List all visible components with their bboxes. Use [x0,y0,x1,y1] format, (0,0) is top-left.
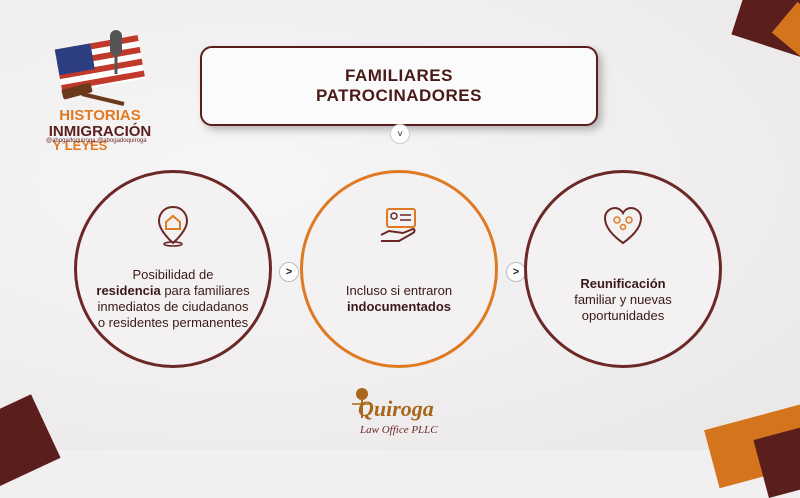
card-reunificacion: Reunificación familiar y nuevas oportuni… [524,170,722,368]
quiroga-subtitle: Law Office PLLC [360,424,438,436]
card-text-line: Incluso si entraron [345,283,453,298]
id-card-hand-icon [380,208,416,242]
card-text-line: Posibilidad de [132,267,214,282]
card-indocumentados-text: Incluso si entraron indocumentados [319,283,479,315]
title-line-1: FAMILIARES [345,66,453,85]
card-residencia-text: Posibilidad de residencia para familiare… [93,267,253,331]
card-reunificacion-text: Reunificación familiar y nuevas oportuni… [543,276,703,324]
quiroga-name: Quiroga [358,396,434,421]
family-heart-icon [603,206,643,245]
quiroga-law-logo [352,388,372,418]
title-line-2: PATROCINADORES [316,86,482,105]
logo-line-historias: HISTORIAS [59,107,140,124]
chevron-right-icon: > [506,262,526,282]
title-box: FAMILIARES PATROCINADORES [200,46,598,126]
card-text-line: familiar y nuevas [574,292,672,307]
card-text-line: o residentes permanentes [97,315,249,330]
card-text-line: inmediatos de ciudadanos [97,299,249,314]
historias-inmigracion-logo: HISTORIAS INMIGRACIÓN Y LEYES [49,30,152,153]
card-text-bold: Reunificación [580,276,666,291]
card-text-bold: indocumentados [346,299,451,314]
card-residencia: Posibilidad de residencia para familiare… [74,170,272,368]
chevron-right-icon: > [279,262,299,282]
logo-line-leyes: Y LEYES [53,138,108,153]
home-location-icon [157,205,189,247]
card-indocumentados: Incluso si entraron indocumentados [300,170,498,368]
card-text-line: oportunidades [581,308,665,323]
card-text-bold: residencia [96,283,161,298]
chevron-down-icon: ˅ [390,124,410,144]
social-handles: @abogadoquiroga @abogadoquiroga [46,138,147,144]
card-text-line: para familiares [160,283,250,298]
logo-line-inmigracion: INMIGRACIÓN [49,122,152,140]
